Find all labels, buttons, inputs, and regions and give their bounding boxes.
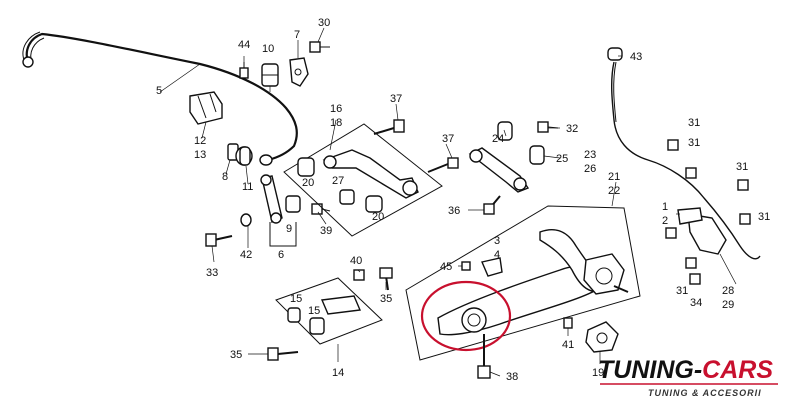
label-22: 22 [608, 185, 620, 197]
label-16: 16 [330, 103, 342, 115]
bolt-36 [483, 195, 501, 215]
hub-cap-19 [585, 321, 619, 353]
bolt-35-lower [267, 347, 299, 361]
compensator-arm-box [275, 277, 383, 345]
bolt-38 [477, 334, 491, 379]
logo-name-b: CARS [702, 356, 773, 384]
tuning-cars-logo: TUNING-CARS TUNING & ACCESORII [598, 356, 778, 398]
label-4: 4 [494, 249, 500, 261]
bushing-10 [261, 63, 279, 87]
label-42: 42 [240, 249, 252, 261]
stabilizer-bracket [189, 91, 223, 125]
bolt-33 [205, 233, 233, 247]
label-31-b: 31 [688, 137, 700, 149]
label-37-lower: 37 [442, 133, 454, 145]
label-2: 2 [662, 215, 668, 227]
bolt-32 [537, 121, 559, 133]
label-20-lower: 20 [372, 211, 384, 223]
label-35-upper: 35 [380, 293, 392, 305]
abs-sensor-cable [607, 47, 761, 285]
label-31-a: 31 [688, 117, 700, 129]
label-43: 43 [630, 51, 642, 63]
svg-text:TUNING-CARS: TUNING-CARS [598, 356, 773, 384]
label-35-lower: 35 [230, 349, 242, 361]
label-15-upper: 15 [290, 293, 302, 305]
logo-tagline: TUNING & ACCESORII [648, 388, 762, 398]
label-28: 28 [722, 285, 734, 297]
lateral-link [468, 121, 545, 193]
logo-name-a: TUNING- [598, 356, 702, 384]
bushing-11 [235, 146, 253, 166]
bolt-35-upper [379, 267, 393, 291]
label-1: 1 [662, 201, 668, 213]
stabilizer-bar [22, 31, 298, 166]
label-39: 39 [320, 225, 332, 237]
stabilizer-link [240, 174, 301, 247]
label-37-upper: 37 [390, 93, 402, 105]
trailing-arm [405, 205, 641, 361]
label-44: 44 [238, 39, 250, 51]
label-31-e: 31 [676, 285, 688, 297]
label-33: 33 [206, 267, 218, 279]
label-24: 24 [492, 133, 504, 145]
label-41: 41 [562, 339, 574, 351]
label-21: 21 [608, 171, 620, 183]
bolt-37-upper [373, 119, 405, 135]
label-38: 38 [506, 371, 518, 383]
label-12: 12 [194, 135, 206, 147]
upper-arm-box [283, 123, 443, 237]
label-45: 45 [440, 261, 452, 273]
label-26: 26 [584, 163, 596, 175]
bolt-44 [239, 62, 249, 79]
label-31-c: 31 [736, 161, 748, 173]
highlight-circle [420, 280, 512, 352]
label-9: 9 [286, 223, 292, 235]
label-25: 25 [556, 153, 568, 165]
label-15-lower: 15 [308, 305, 320, 317]
label-19: 19 [592, 367, 604, 379]
label-20-upper: 20 [302, 177, 314, 189]
bolt-37-lower [427, 157, 459, 173]
bracket-7 [289, 57, 309, 87]
label-10: 10 [262, 43, 274, 55]
nut-41 [563, 317, 573, 329]
label-13: 13 [194, 149, 206, 161]
bracket-3-4 [481, 257, 503, 277]
label-34: 34 [690, 297, 702, 309]
bracket-1-2 [677, 207, 703, 225]
label-27: 27 [332, 175, 344, 187]
bolt-30 [309, 41, 330, 53]
part-labels: 5 12 13 8 11 44 10 7 30 16 18 37 20 27 2… [156, 17, 770, 383]
label-14: 14 [332, 367, 344, 379]
label-5: 5 [156, 85, 162, 97]
nut-40 [353, 269, 365, 281]
label-6: 6 [278, 249, 284, 261]
label-32: 32 [566, 123, 578, 135]
label-3: 3 [494, 235, 500, 247]
label-29: 29 [722, 299, 734, 311]
label-40: 40 [350, 255, 362, 267]
label-7: 7 [294, 29, 300, 41]
label-18: 18 [330, 117, 342, 129]
bolt-45 [461, 261, 471, 271]
label-23: 23 [584, 149, 596, 161]
label-8: 8 [222, 171, 228, 183]
leader-lines [159, 27, 737, 377]
label-36: 36 [448, 205, 460, 217]
label-30: 30 [318, 17, 330, 29]
label-31-d: 31 [758, 211, 770, 223]
label-11: 11 [242, 181, 253, 193]
